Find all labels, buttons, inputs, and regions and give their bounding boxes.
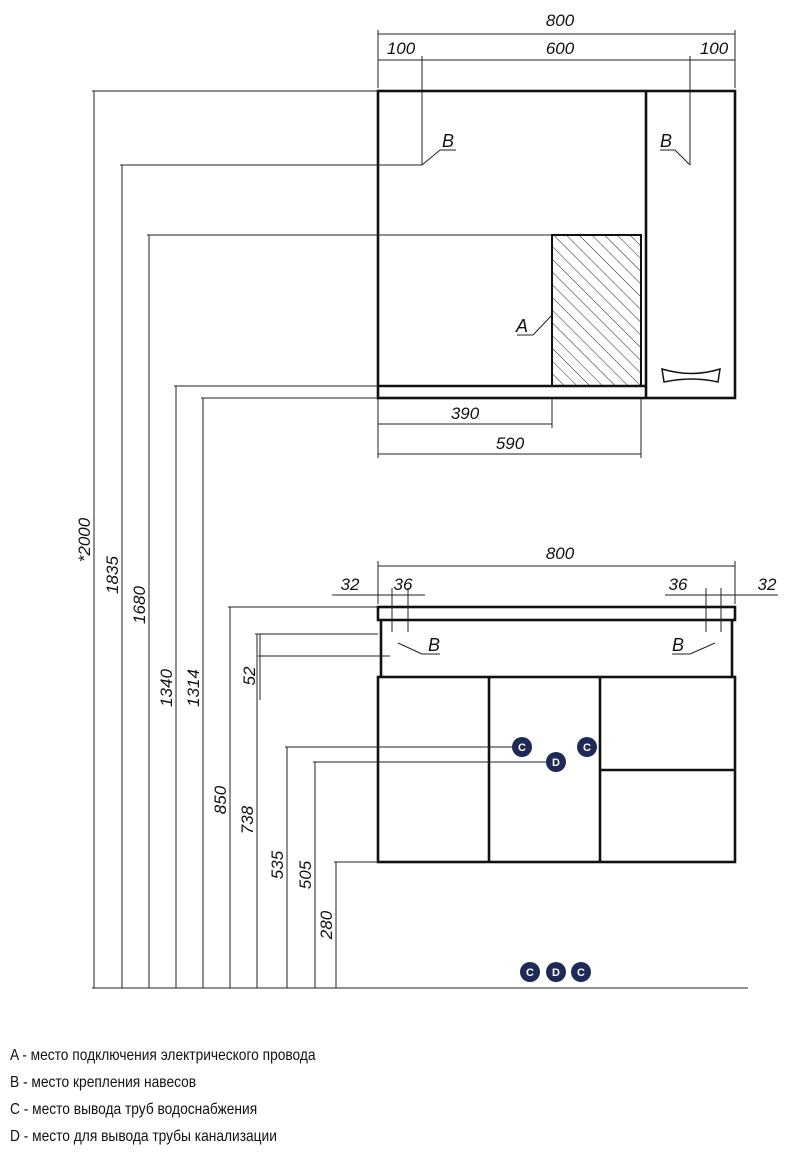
svg-text:D: D bbox=[552, 967, 560, 979]
dim-left-36: 36 bbox=[394, 575, 413, 594]
label-b-vanity-right: B bbox=[672, 635, 684, 655]
dim-height-1314: 1314 bbox=[184, 669, 203, 707]
dim-height-738: 738 bbox=[238, 805, 257, 834]
dim-mirror-left: 100 bbox=[387, 39, 416, 58]
countertop bbox=[376, 605, 737, 622]
floor-marker-c-right: C bbox=[571, 962, 591, 982]
vanity-labels: B B bbox=[397, 635, 716, 655]
dim-height-2000: *2000 bbox=[75, 517, 94, 562]
dim-left-32: 32 bbox=[341, 575, 360, 594]
dim-height-505: 505 bbox=[296, 860, 315, 889]
svg-text:C: C bbox=[526, 967, 534, 979]
label-b-mirror-left: B bbox=[442, 131, 454, 151]
dim-height-1680: 1680 bbox=[130, 586, 149, 624]
svg-text:D: D bbox=[552, 757, 560, 769]
mirror-unit bbox=[376, 89, 737, 400]
dim-mirror-right: 100 bbox=[700, 39, 729, 58]
vanity-width-dimensions: 800 32 36 36 32 bbox=[332, 544, 778, 632]
dim-mirror-width: 800 bbox=[546, 11, 575, 30]
pipe-markers: C D C C D C bbox=[512, 737, 597, 982]
marker-d: D bbox=[546, 752, 566, 772]
svg-text:C: C bbox=[518, 742, 526, 754]
svg-text:C: C bbox=[577, 967, 585, 979]
legend-item-a: A - место подключения электрического про… bbox=[10, 1047, 316, 1064]
label-b-vanity-left: B bbox=[428, 635, 440, 655]
dim-depth-590: 590 bbox=[496, 434, 525, 453]
floor-marker-d: D bbox=[546, 962, 566, 982]
dim-height-1835: 1835 bbox=[103, 556, 122, 594]
dim-mirror-center: 600 bbox=[546, 39, 575, 58]
mirror-labels: B B A bbox=[421, 131, 691, 336]
height-dimensions: *2000 1835 1680 1340 1314 850 738 52 535… bbox=[75, 90, 748, 989]
marker-c-right: C bbox=[577, 737, 597, 757]
label-b-mirror-right: B bbox=[660, 131, 672, 151]
dim-right-36: 36 bbox=[669, 575, 688, 594]
floor-marker-c-left: C bbox=[520, 962, 540, 982]
marker-c-left: C bbox=[512, 737, 532, 757]
dim-height-535: 535 bbox=[268, 850, 287, 879]
legend-item-b: B - место крепления навесов bbox=[10, 1074, 197, 1091]
mirror-width-dimensions: 800 100 600 100 bbox=[377, 11, 736, 165]
dim-depth-390: 390 bbox=[451, 404, 480, 423]
dim-height-1340: 1340 bbox=[157, 669, 176, 707]
dim-height-52: 52 bbox=[240, 666, 259, 685]
dim-height-850: 850 bbox=[211, 785, 230, 814]
electrical-zone bbox=[551, 234, 642, 387]
technical-drawing: 800 100 600 100 390 590 B B A bbox=[75, 11, 778, 989]
mirror-depth-dimensions: 390 590 bbox=[377, 398, 642, 458]
legend: A - место подключения электрического про… bbox=[10, 1042, 365, 1150]
door-handle bbox=[661, 367, 721, 383]
svg-text:C: C bbox=[583, 742, 591, 754]
dim-height-280: 280 bbox=[317, 910, 336, 940]
legend-item-c: C - место вывода труб водоснабжения bbox=[10, 1101, 258, 1118]
dim-right-32: 32 bbox=[758, 575, 777, 594]
dim-cabinet-width: 800 bbox=[546, 544, 575, 563]
legend-item-d: D - место для вывода трубы канализации bbox=[10, 1128, 277, 1145]
label-a: A bbox=[515, 316, 528, 336]
